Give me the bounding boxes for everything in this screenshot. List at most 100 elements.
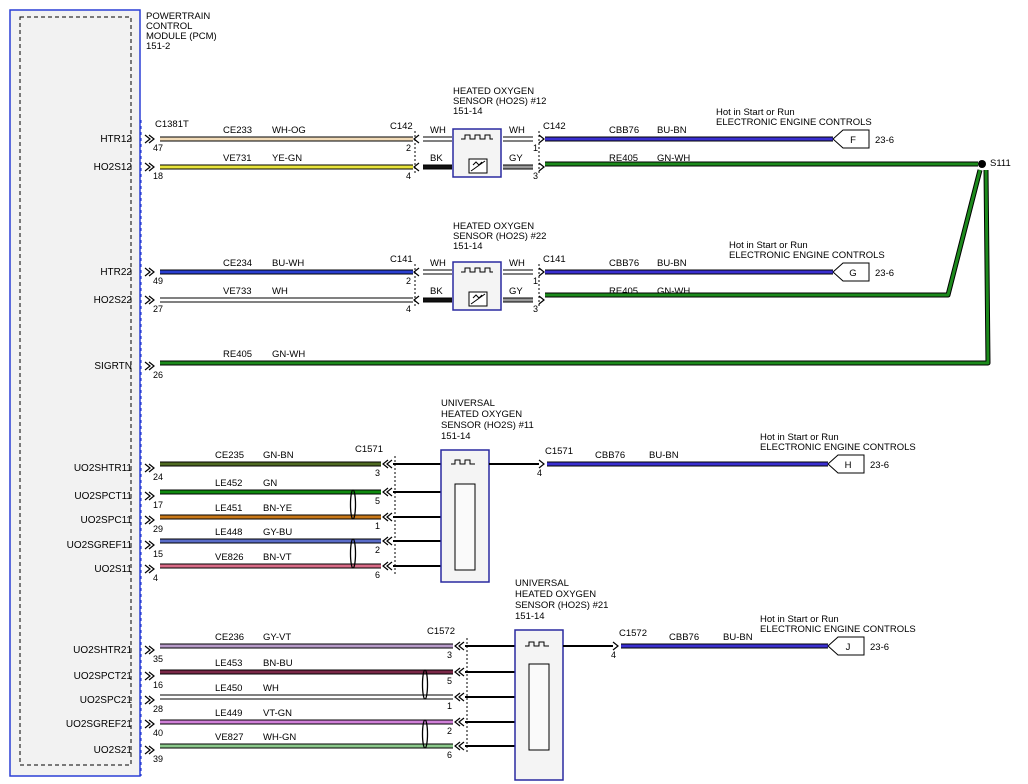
feed-page-ref-H: 23-6 <box>870 460 889 471</box>
sensor-ho2s12-title-1: SENSOR (HO2S) #12 <box>453 96 546 107</box>
pcm-pin-arrow-10 <box>144 645 151 655</box>
wire-color-label-CE233: WH-OG <box>272 125 306 136</box>
sensor-uho2s21-title-1: HEATED OXYGEN <box>515 589 596 600</box>
twist-uho2s11-pair-a <box>349 489 357 520</box>
splice-s111-label: S111 <box>990 158 1011 169</box>
feed-wire-color-G: BU-BN <box>657 258 687 269</box>
feed-hot-label-H: Hot in Start or Run <box>760 432 839 443</box>
sensor-uho2s11-heater-icon <box>451 459 475 465</box>
sensor-ho2s12-pin-l0: 2 <box>406 143 411 153</box>
sensor-ho2s22-lead-label-l0: WH <box>430 258 446 269</box>
connector-uho2s21-left-arrow-4 <box>454 741 461 751</box>
pcm-pin-29: 29 <box>153 524 163 534</box>
wire-color-label-VE731: YE-GN <box>272 153 302 164</box>
connector-ho2s12-left-arrow-1 <box>413 134 420 144</box>
connector-label-C1571-left: C1571 <box>355 444 383 455</box>
return-wire-sigrtn <box>160 169 990 365</box>
feed-wire-color-H: BU-BN <box>649 450 679 461</box>
feed-connector-H <box>827 454 865 474</box>
feed-circuit-label-J: CBB76 <box>669 632 699 643</box>
sensor-uho2s11-title-0: UNIVERSAL <box>441 398 495 409</box>
pcm-pin-arrow-3 <box>144 295 151 305</box>
connector-label-C1571-right: C1571 <box>545 446 573 457</box>
sensor-uho2s11-pin-l3: 2 <box>375 545 380 555</box>
feed-connector-F <box>832 129 870 149</box>
circuit-label-RE405-sigrtn: RE405 <box>223 349 252 360</box>
pcm-pin-40: 40 <box>153 728 163 738</box>
wire-color-label-VE826: BN-VT <box>263 552 292 563</box>
pcm-pin-arrow-1-2 <box>148 162 155 172</box>
connector-uho2s21-left-arrow-1-2 <box>458 667 465 677</box>
pcm-pin-arrow-13-2 <box>148 719 155 729</box>
pcm-pin-arrow-14-2 <box>148 745 155 755</box>
pcm-signal-uo2spc11: UO2SPC11 <box>80 515 132 526</box>
circuit-label-LE453: LE453 <box>215 658 242 669</box>
pcm-signal-uo2spct21: UO2SPCT21 <box>74 671 133 682</box>
connector-uho2s21-left-arrow-0-2 <box>458 641 465 651</box>
pcm-signal-ho2s22: HO2S22 <box>94 295 133 306</box>
sensor-uho2s21-pin-l1: 5 <box>447 676 452 686</box>
feed-letter-G: G <box>849 268 856 279</box>
feed-wire-color-J: BU-BN <box>723 632 753 643</box>
pcm-title-line-1: CONTROL <box>146 21 192 32</box>
pcm-signal-uo2s21: UO2S21 <box>94 745 133 756</box>
pcm-pin-39: 39 <box>153 754 163 764</box>
sensor-ho2s12-pin-l1: 4 <box>406 171 411 181</box>
twist-uho2s21-pair-b <box>421 719 429 749</box>
connector-uho2s11-right-arrow <box>538 459 545 469</box>
pcm-pin-arrow-12 <box>144 695 151 705</box>
pcm-pin-arrow-14 <box>144 745 151 755</box>
pcm-title-line-2: MODULE (PCM) <box>146 31 217 42</box>
pcm-pin-arrow-6 <box>144 491 151 501</box>
pcm-pin-arrow-5 <box>144 463 151 473</box>
feed-page-ref-G: 23-6 <box>875 268 894 279</box>
circuit-label-VE826: VE826 <box>215 552 244 563</box>
connector-label-C141-left: C141 <box>390 254 413 265</box>
pcm-pin-27: 27 <box>153 304 163 314</box>
connector-uho2s21-right-arrow <box>612 641 619 651</box>
wire-color-label-LE453: BN-BU <box>263 658 293 669</box>
feed-hot-label-F: Hot in Start or Run <box>716 107 795 118</box>
twist-uho2s21-pair-a <box>421 669 429 700</box>
return-wire-ho2s22-outline <box>545 169 983 298</box>
wire-color-label-RE405-sigrtn: GN-WH <box>272 349 305 360</box>
circuit-label-CE234: CE234 <box>223 258 252 269</box>
sensor-ho2s12-pin-r1: 3 <box>533 171 538 181</box>
pcm-signal-ho2s12: HO2S12 <box>94 162 133 173</box>
pcm-pin-4: 4 <box>153 573 158 583</box>
pcm-connector-label: C1381T <box>155 119 189 130</box>
connector-uho2s11-left-arrow-3 <box>382 536 389 546</box>
sensor-ho2s22-body <box>452 261 502 311</box>
sensor-uho2s21-pin-r: 4 <box>611 650 616 660</box>
pcm-inner-dashed <box>19 16 132 766</box>
feed-circuit-label-F: CBB76 <box>609 125 639 136</box>
pcm-signal-uo2shtr11: UO2SHTR11 <box>74 463 133 474</box>
wire-color-label-VE827: WH-GN <box>263 732 296 743</box>
feed-letter-F: F <box>850 135 856 146</box>
wire-color-label-LE451: BN-YE <box>263 503 292 514</box>
pcm-pin-arrow-9-2 <box>148 564 155 574</box>
sensor-ho2s22-lead-label-r1: GY <box>509 286 523 297</box>
pcm-pin-arrow-11 <box>144 671 151 681</box>
wire-color-label-CE235: GN-BN <box>263 450 294 461</box>
circuit-label-LE448: LE448 <box>215 527 242 538</box>
pcm-pin-arrow-12-2 <box>148 695 155 705</box>
sensor-uho2s11-element-icon <box>454 483 476 571</box>
pcm-pin-arrow-2-2 <box>148 267 155 277</box>
sensor-ho2s12-lead-label-l0: WH <box>430 125 446 136</box>
connector-label-C1572-right: C1572 <box>619 628 647 639</box>
pcm-pin-arrow-6-2 <box>148 491 155 501</box>
connector-ho2s22-left-arrow-1 <box>413 267 420 277</box>
pcm-signal-uo2spc21: UO2SPC21 <box>80 695 133 706</box>
pcm-pin-arrow-13 <box>144 719 151 729</box>
pcm-pin-arrow-4-2 <box>148 361 155 371</box>
pcm-signal-uo2sgref21: UO2SGREF21 <box>66 719 133 730</box>
sensor-ho2s12-title-0: HEATED OXYGEN <box>453 86 534 97</box>
sensor-uho2s21-title-2: SENSOR (HO2S) #21 <box>515 600 608 611</box>
sensor-ho2s12-lead-label-r0: WH <box>509 125 525 136</box>
circuit-label-CE235: CE235 <box>215 450 244 461</box>
connector-uho2s11-left-arrow-2-2 <box>386 512 393 522</box>
feed-page-ref-J: 23-6 <box>870 642 889 653</box>
feed-page-ref-F: 23-6 <box>875 135 894 146</box>
wire-color-label-LE449: VT-GN <box>263 708 292 719</box>
